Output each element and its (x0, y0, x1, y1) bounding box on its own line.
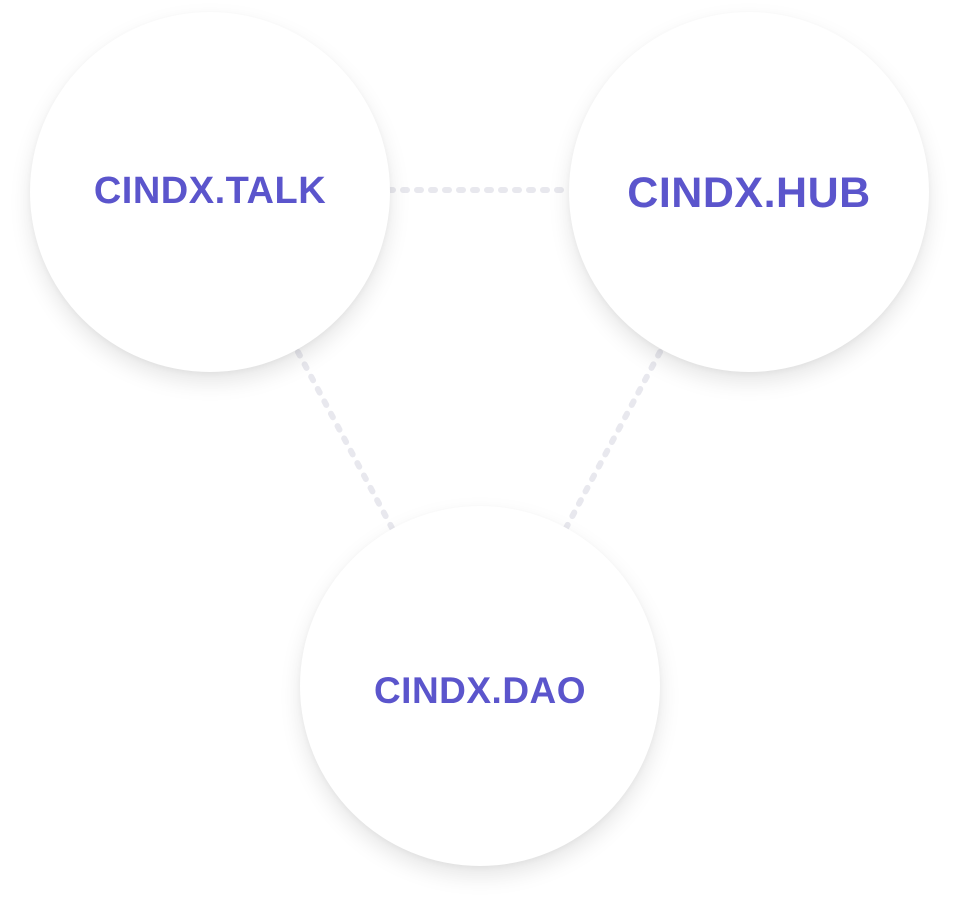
node-label-talk: CINDX.TALK (93, 170, 327, 212)
node-cindx-dao: CINDX.DAO (300, 506, 660, 866)
node-label-hub: CINDX.HUB (627, 169, 871, 217)
connector-talk-dao (295, 349, 395, 531)
node-label-dao: CINDX.DAO (373, 670, 587, 711)
connector-hub-dao (563, 349, 663, 531)
node-cindx-talk: CINDX.TALK (30, 12, 390, 372)
node-cindx-hub: CINDX.HUB (569, 12, 929, 372)
